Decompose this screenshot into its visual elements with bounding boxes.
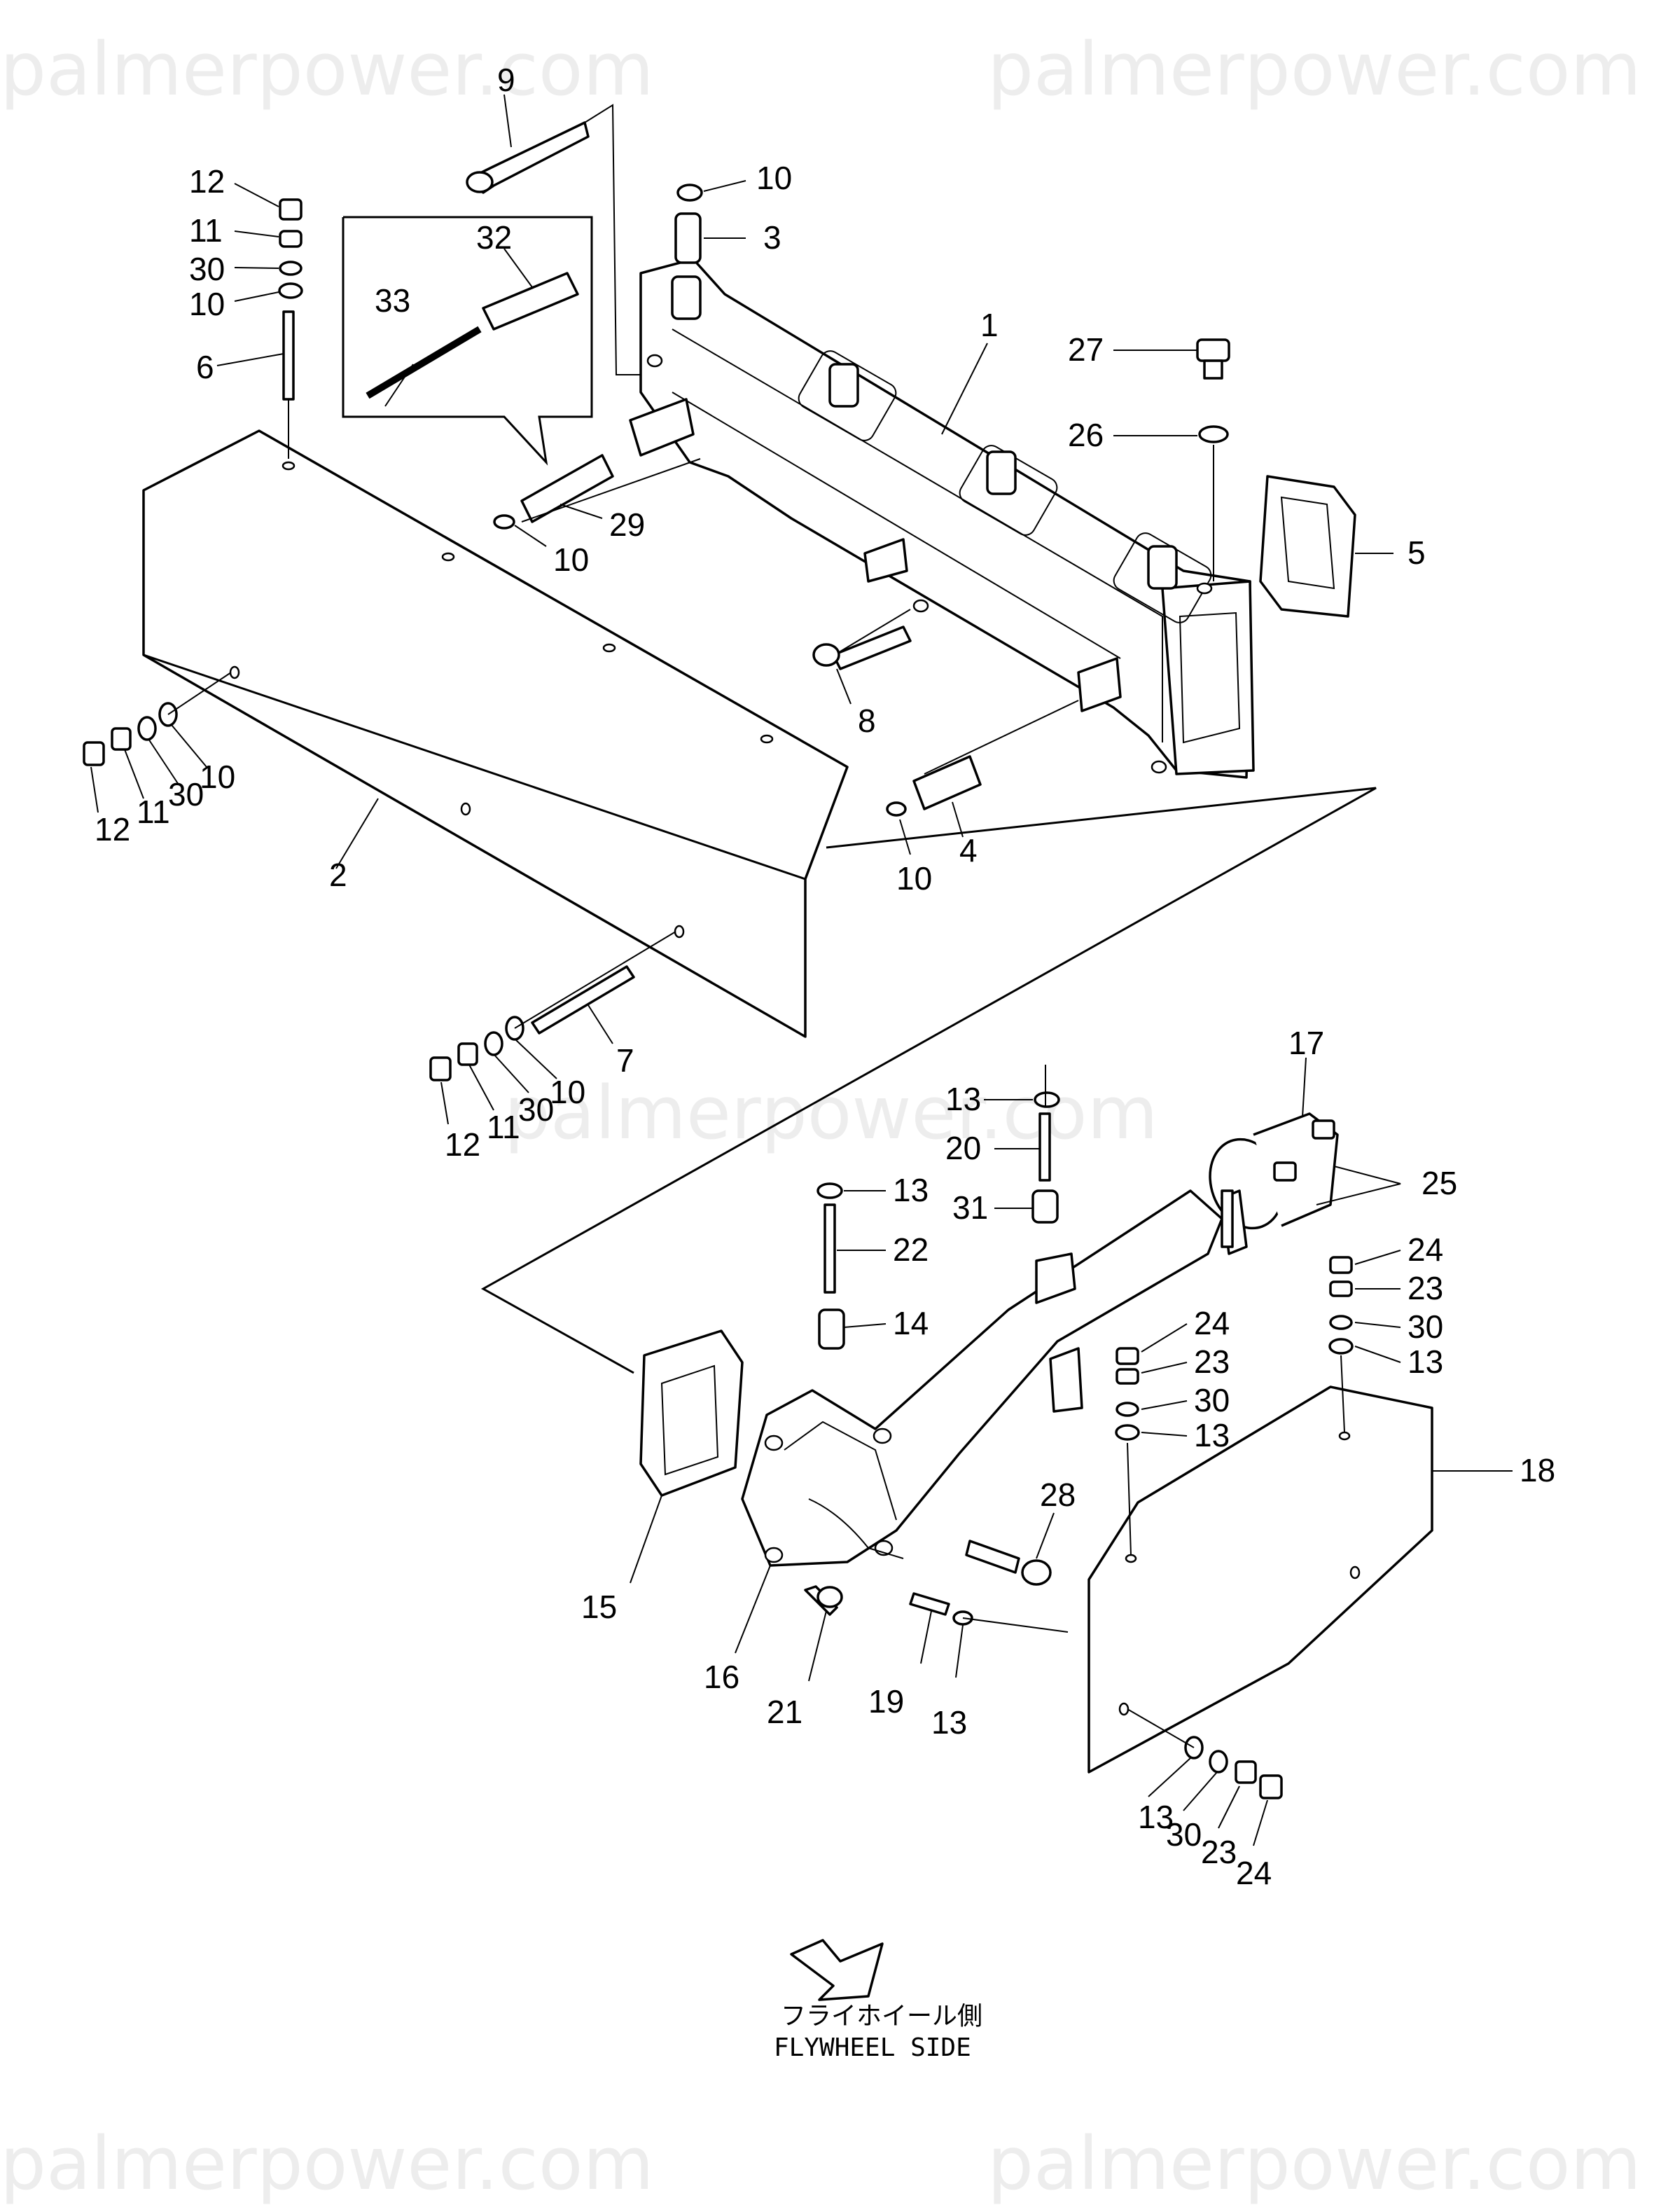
callout-2: 2 xyxy=(329,857,347,893)
callout-21: 21 xyxy=(767,1694,802,1730)
upper-leader-lines xyxy=(90,94,1393,1125)
callout-14: 14 xyxy=(893,1305,929,1341)
callout-30-mid: 30 xyxy=(518,1091,554,1128)
watermark-bottom-right: palmerpower.com xyxy=(987,2121,1641,2206)
exhaust-outlet-pipe xyxy=(741,1189,1223,1567)
callout-30-mid-low: 30 xyxy=(1194,1382,1230,1418)
callout-7: 7 xyxy=(616,1042,634,1079)
callout-11-mid: 11 xyxy=(487,1109,520,1145)
callout-4: 4 xyxy=(959,832,978,869)
callout-17: 17 xyxy=(1288,1025,1324,1061)
callout-30-top: 30 xyxy=(189,251,225,287)
callout-23-mid: 23 xyxy=(1194,1343,1230,1380)
callout-1: 1 xyxy=(980,307,999,343)
flywheel-side-label-en: FLYWHEEL SIDE xyxy=(774,2033,971,2062)
callout-11-left: 11 xyxy=(137,794,170,830)
callout-13-mid-low: 13 xyxy=(1194,1417,1230,1453)
callout-11-top: 11 xyxy=(189,212,223,249)
watermark-top-right: palmerpower.com xyxy=(987,27,1641,112)
gasket-lower xyxy=(639,1329,744,1497)
connection-outline xyxy=(480,787,1377,1374)
callout-9: 9 xyxy=(497,62,515,98)
flywheel-side-label-jp: フライホイール側 xyxy=(781,2002,982,2031)
callout-10-top-left: 10 xyxy=(189,286,225,322)
callout-5: 5 xyxy=(1408,534,1426,571)
callout-22: 22 xyxy=(893,1231,929,1268)
callout-23-bottom: 23 xyxy=(1201,1834,1237,1870)
callout-labels: 9 12 11 30 10 6 10 3 32 33 1 27 26 5 29 … xyxy=(95,62,1555,1891)
callout-13-low: 13 xyxy=(931,1704,967,1741)
callout-13-top: 13 xyxy=(945,1081,981,1117)
callout-32: 32 xyxy=(476,219,512,256)
gasket-upper xyxy=(1259,475,1356,618)
callout-15: 15 xyxy=(581,1589,617,1625)
upper-fasteners xyxy=(83,121,1230,1081)
callout-12-mid: 12 xyxy=(445,1126,480,1163)
callout-12-left: 12 xyxy=(95,811,130,848)
callout-13-right: 13 xyxy=(1408,1343,1443,1380)
watermark-bottom-left: palmerpower.com xyxy=(0,2121,654,2206)
callout-10-mid: 10 xyxy=(553,541,589,578)
heat-shield-upper xyxy=(142,429,849,1038)
callout-20: 20 xyxy=(945,1130,981,1166)
callout-30-left: 30 xyxy=(168,776,204,813)
callout-12-top: 12 xyxy=(189,163,225,200)
callout-30-right: 30 xyxy=(1408,1308,1443,1345)
heat-shield-lower xyxy=(1087,1385,1433,1774)
flywheel-direction-indicator: フライホイール側 FLYWHEEL SIDE xyxy=(774,1939,982,2062)
callout-25: 25 xyxy=(1422,1165,1457,1201)
callout-26: 26 xyxy=(1068,417,1104,453)
watermark-middle: palmerpower.com xyxy=(504,1070,1158,1156)
lower-leader-lines xyxy=(630,1057,1513,1846)
callout-19: 19 xyxy=(868,1683,904,1720)
callout-13-bottom: 13 xyxy=(1138,1799,1174,1835)
lower-fasteners xyxy=(804,1091,1354,1799)
callout-13-mid: 13 xyxy=(893,1172,929,1208)
exhaust-clamp xyxy=(1209,1112,1339,1255)
watermarks: palmerpower.com palmerpower.com palmerpo… xyxy=(0,27,1641,2206)
callout-6: 6 xyxy=(196,349,214,385)
callout-29: 29 xyxy=(609,506,645,543)
watermark-top-left: palmerpower.com xyxy=(0,27,654,112)
callout-16: 16 xyxy=(704,1659,739,1695)
callout-23-right: 23 xyxy=(1408,1270,1443,1306)
callout-31: 31 xyxy=(952,1189,988,1226)
callout-10-right: 10 xyxy=(896,860,932,897)
callout-8: 8 xyxy=(858,703,876,739)
callout-24-right: 24 xyxy=(1408,1231,1443,1268)
callout-33: 33 xyxy=(375,282,410,319)
callout-10-mid-low: 10 xyxy=(550,1074,585,1110)
exhaust-manifold xyxy=(629,258,1255,779)
callout-10-top: 10 xyxy=(756,160,792,196)
callout-27: 27 xyxy=(1068,331,1104,368)
callout-3: 3 xyxy=(763,219,781,256)
callout-10-left: 10 xyxy=(200,759,235,795)
callout-28: 28 xyxy=(1040,1477,1076,1513)
callout-30-bottom: 30 xyxy=(1166,1816,1202,1853)
callout-18: 18 xyxy=(1520,1452,1555,1488)
detail-inset-box xyxy=(342,216,593,466)
direction-arrow-icon xyxy=(790,1939,884,2001)
callout-24-mid: 24 xyxy=(1194,1305,1230,1341)
callout-24-bottom: 24 xyxy=(1236,1855,1272,1891)
